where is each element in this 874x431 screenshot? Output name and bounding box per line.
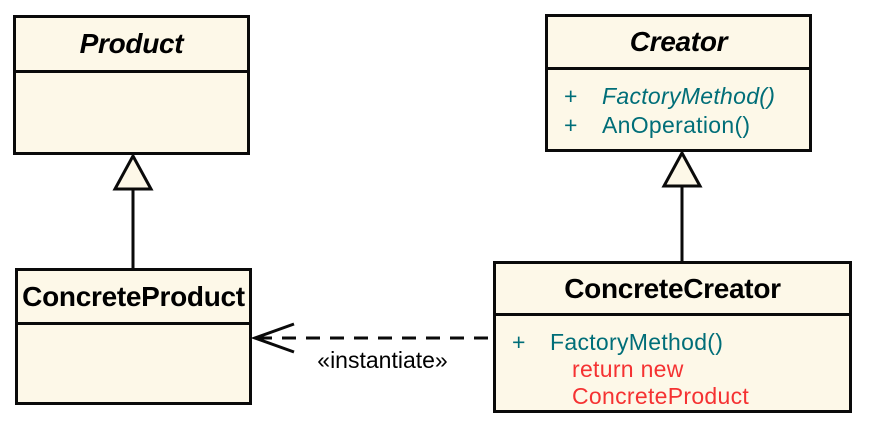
method-name: FactoryMethod() (602, 83, 776, 109)
class-box-product: Product (13, 15, 250, 155)
class-body-concrete-product (18, 325, 249, 337)
annotation-concrete-product: ConcreteProduct (572, 383, 750, 409)
method-row-factorymethod: + FactoryMethod() (496, 328, 849, 356)
class-title-product: Product (16, 18, 247, 73)
class-title-concrete-product: ConcreteProduct (18, 271, 249, 325)
instantiate-open-arrowhead-icon (250, 322, 295, 354)
instantiate-stereotype-label: «instantiate» (317, 347, 448, 373)
visibility-symbol: + (564, 112, 578, 138)
class-box-concrete-creator: ConcreteCreator + FactoryMethod() return… (493, 261, 852, 413)
class-body-product (16, 73, 247, 85)
class-body-concrete-creator: + FactoryMethod() return new ConcretePro… (496, 316, 849, 410)
class-title-creator: Creator (548, 17, 809, 70)
method-name: FactoryMethod() (550, 329, 724, 355)
class-box-creator: Creator + FactoryMethod() + AnOperation(… (545, 14, 812, 152)
generalization-arrowhead-creator-icon (661, 149, 703, 188)
method-row-anoperation: + AnOperation() (548, 111, 809, 140)
generalization-arrowhead-product-icon (112, 152, 154, 191)
method-name: AnOperation() (602, 112, 751, 138)
visibility-symbol: + (512, 329, 526, 355)
method-row-factorymethod: + FactoryMethod() (548, 82, 809, 111)
class-body-creator: + FactoryMethod() + AnOperation() (548, 70, 809, 140)
class-box-concrete-product: ConcreteProduct (15, 268, 252, 405)
visibility-symbol: + (564, 83, 578, 109)
annotation-return-new: return new (572, 356, 684, 382)
class-title-concrete-creator: ConcreteCreator (496, 264, 849, 316)
